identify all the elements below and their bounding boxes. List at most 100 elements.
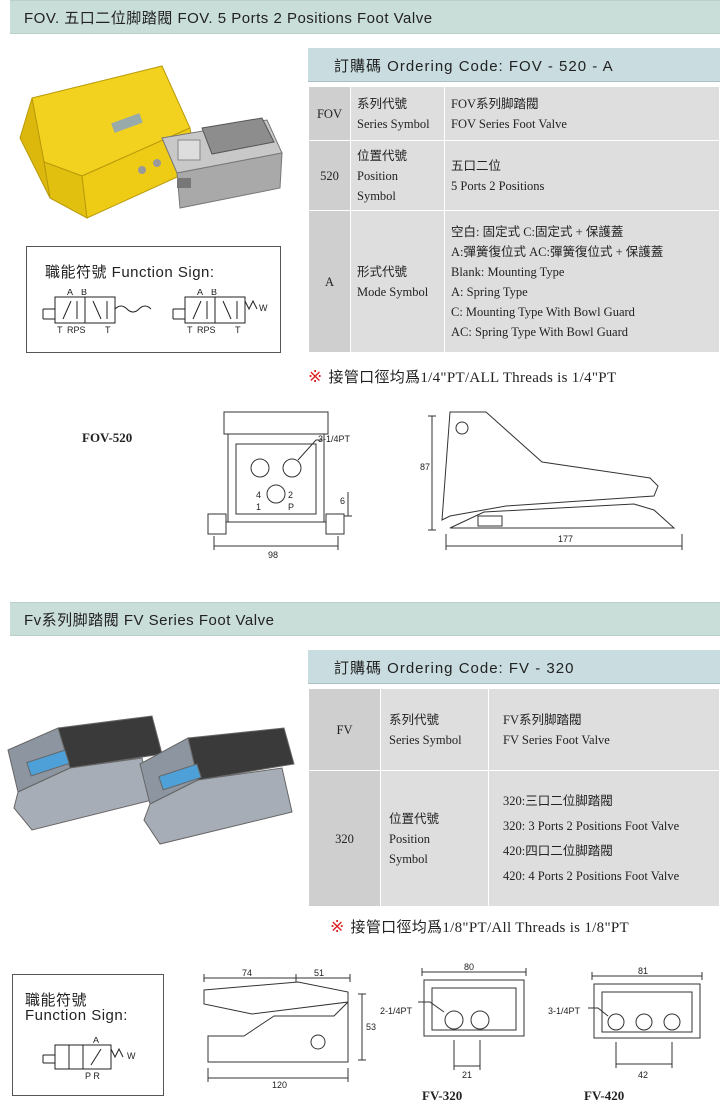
fov-row-name: 形式代號 Mode Symbol <box>350 210 445 353</box>
fv-section-header: Fv系列脚踏閥 FV Series Foot Valve <box>10 602 720 636</box>
fov-row-name-en: Series Symbol <box>357 116 430 131</box>
port-label: B <box>81 289 87 297</box>
fov-row-name-cn: 形式代號 <box>357 264 408 279</box>
fv-row-desc: FV系列脚踏閥 FV Series Foot Valve <box>488 688 720 771</box>
fv-row-name: 位置代號 Position Symbol <box>380 770 489 907</box>
port-num: 2 <box>288 490 293 500</box>
fv-row-code: FV <box>308 688 381 771</box>
fov-row-name-cn: 系列代號 <box>357 96 408 111</box>
fov-row-name-en: Symbol <box>357 188 396 203</box>
port-label: B <box>211 289 217 297</box>
fv-section-title: Fv系列脚踏閥 FV Series Foot Valve <box>24 612 275 629</box>
dim-label: 6 <box>340 496 345 506</box>
port-label: A <box>93 1037 99 1045</box>
fv-spec-table: FV 系列代號 Series Symbol FV系列脚踏閥 FV Series … <box>308 688 720 907</box>
fov-thread-note-text: 接管口徑均爲1/4"PT/ALL Threads is 1/4"PT <box>328 370 617 386</box>
dim-label: 2-1/4PT <box>380 1006 413 1016</box>
table-row: FV 系列代號 Series Symbol FV系列脚踏閥 FV Series … <box>308 688 720 771</box>
port-num: P <box>288 502 294 512</box>
fov-section-title: FOV. 五口二位脚踏閥 FOV. 5 Ports 2 Positions Fo… <box>24 10 433 27</box>
fov-row-desc: 空白: 固定式 C:固定式 + 保護蓋 A:彈簧復位式 AC:彈簧復位式 + 保… <box>444 210 720 353</box>
desc-line: 空白: 固定式 C:固定式 + 保護蓋 <box>451 224 624 239</box>
table-row: 520 位置代號 Position Symbol 五口二位 5 Ports 2 … <box>308 140 720 211</box>
desc-line: 420:四口二位脚踏閥 <box>503 843 613 858</box>
fov-row-name-en: Position <box>357 168 398 183</box>
fv-row-code: 320 <box>308 770 381 907</box>
fv-ordering-code-bar: 訂購碼 Ordering Code: FV - 320 <box>308 650 720 684</box>
fov-row-name-en: Mode Symbol <box>357 284 429 299</box>
fov-function-sign-box: 職能符號 Function Sign: A B T RPS T A B T RP… <box>26 246 281 353</box>
desc-line: AC: Spring Type With Bowl Guard <box>451 324 628 339</box>
desc-line: Blank: Mounting Type <box>451 264 565 279</box>
fov-section-header: FOV. 五口二位脚踏閥 FOV. 5 Ports 2 Positions Fo… <box>10 0 720 34</box>
fv-thread-note-text: 接管口徑均爲1/8"PT/All Threads is 1/8"PT <box>350 920 629 936</box>
fov-row-code: 520 <box>308 140 351 211</box>
port-label: T <box>235 325 241 335</box>
fv-row-name: 系列代號 Series Symbol <box>380 688 489 771</box>
desc-line: 5 Ports 2 Positions <box>451 178 545 193</box>
valve-symbol-icon: A B T RPS T A B T RPS T W <box>42 289 268 335</box>
fov-front-drawing: 3-1/4PT 4 2 1 P 98 6 <box>207 411 352 560</box>
port-label: T <box>57 325 63 335</box>
note-mark: ※ <box>308 367 323 386</box>
desc-line: C: Mounting Type With Bowl Guard <box>451 304 635 319</box>
dim-label: 3-1/4PT <box>318 434 351 444</box>
dim-label: 21 <box>462 1070 472 1080</box>
fov-ordering-code-bar: 訂購碼 Ordering Code: FOV - 520 - A <box>308 48 720 82</box>
dim-label: 74 <box>242 968 252 978</box>
desc-line: 320: 3 Ports 2 Positions Foot Valve <box>503 818 680 833</box>
fv-side-drawing: 74 51 53 120 <box>203 968 376 1090</box>
port-num: 1 <box>256 502 261 512</box>
desc-line: A:彈簧復位式 AC:彈簧復位式 + 保護蓋 <box>451 244 664 259</box>
dim-label: 87 <box>420 462 430 472</box>
port-label: W <box>127 1051 136 1061</box>
fv-row-name-en: Position <box>389 831 430 846</box>
port-label: T <box>187 325 193 335</box>
port-num: 4 <box>256 490 261 500</box>
desc-line: 420: 4 Ports 2 Positions Foot Valve <box>503 868 680 883</box>
port-label: T <box>105 325 111 335</box>
port-label: W <box>259 303 268 313</box>
fov-product-image <box>19 65 283 219</box>
dim-label: 42 <box>638 1070 648 1080</box>
fv320-label: FV-320 <box>422 1088 463 1103</box>
fov-row-code: A <box>308 210 351 353</box>
dim-label: 120 <box>272 1080 287 1090</box>
desc-line: FOV系列脚踏閥 <box>451 96 539 111</box>
fov-row-desc: 五口二位 5 Ports 2 Positions <box>444 140 720 211</box>
port-label: A <box>197 289 203 297</box>
fv-function-sign-box: 職能符號 Function Sign: A P R W <box>12 974 164 1096</box>
dim-label: 53 <box>366 1022 376 1032</box>
fov-thread-note: ※ 接管口徑均爲1/4"PT/ALL Threads is 1/4"PT <box>308 366 616 387</box>
fv-row-desc: 320:三口二位脚踏閥 320: 3 Ports 2 Positions Foo… <box>488 770 720 907</box>
fov-spec-table: FOV 系列代號 Series Symbol FOV系列脚踏閥 FOV Seri… <box>308 86 720 353</box>
fov-function-sign-title: 職能符號 Function Sign: <box>45 264 215 281</box>
fov-ordering-code: 訂購碼 Ordering Code: FOV - 520 - A <box>334 58 614 75</box>
dim-label: 81 <box>638 966 648 976</box>
port-label: RPS <box>197 325 216 335</box>
fv320-drawing: 80 2-1/4PT 21 <box>380 962 527 1080</box>
desc-line: FOV Series Foot Valve <box>451 116 567 131</box>
fv-thread-note: ※ 接管口徑均爲1/8"PT/All Threads is 1/8"PT <box>330 916 629 937</box>
fov-row-name-cn: 位置代號 <box>357 148 408 163</box>
fov-row-desc: FOV系列脚踏閥 FOV Series Foot Valve <box>444 86 720 141</box>
dim-label: 177 <box>558 534 573 544</box>
note-mark: ※ <box>330 917 345 936</box>
desc-line: FV Series Foot Valve <box>503 732 610 747</box>
desc-line: A: Spring Type <box>451 284 528 299</box>
desc-line: 320:三口二位脚踏閥 <box>503 793 613 808</box>
fv-function-sign-title-cn: 職能符號 <box>25 992 88 1009</box>
fov-row-code: FOV <box>308 86 351 141</box>
fov-row-name: 系列代號 Series Symbol <box>350 86 445 141</box>
fv-ordering-code: 訂購碼 Ordering Code: FV - 320 <box>334 660 575 677</box>
port-label: A <box>67 289 73 297</box>
fv-row-name-en: Series Symbol <box>389 732 462 747</box>
fv-product-image <box>7 715 295 845</box>
dim-label: 51 <box>314 968 324 978</box>
desc-line: FV系列脚踏閥 <box>503 712 582 727</box>
fv420-drawing: 81 3-1/4PT 42 <box>548 966 703 1080</box>
valve-symbol-icon: A P R W <box>42 1037 136 1081</box>
fov-side-drawing: 87 177 <box>420 411 683 550</box>
port-label: RPS <box>67 325 86 335</box>
dim-label: 80 <box>464 962 474 972</box>
